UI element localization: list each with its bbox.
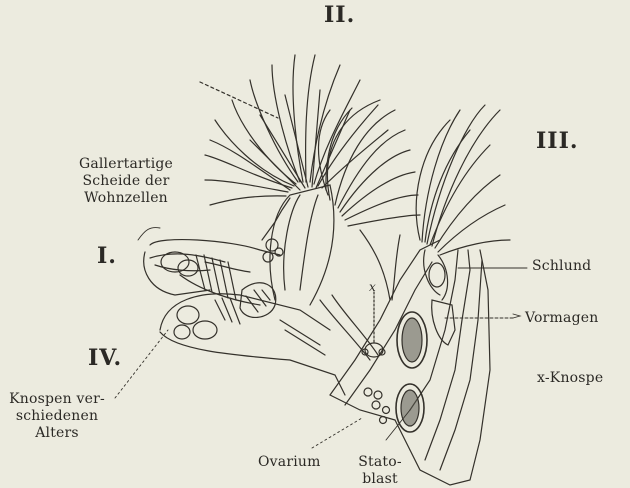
label-x-knospe: x-Knospe bbox=[537, 370, 603, 387]
colony-stem bbox=[330, 240, 490, 485]
label-knospen-line1: Knospen ver- bbox=[2, 391, 112, 408]
zooid-IV bbox=[160, 283, 345, 395]
label-knospen-line2: schiedenen bbox=[2, 408, 112, 425]
label-vormagen: Vormagen bbox=[525, 310, 598, 327]
label-gallertartige-scheide: Gallertartige Scheide der Wohnzellen bbox=[56, 156, 196, 207]
label-zooid-III: III. bbox=[536, 128, 579, 154]
label-zooid-IV: IV. bbox=[88, 345, 122, 371]
central-stem bbox=[320, 292, 385, 360]
statoblasts bbox=[396, 312, 427, 432]
label-knospen: Knospen ver- schiedenen Alters bbox=[2, 391, 112, 442]
label-gallert-line3: Wohnzellen bbox=[56, 190, 196, 207]
zooid-I bbox=[144, 198, 290, 305]
label-x-bud: x bbox=[369, 279, 376, 296]
label-statoblast: Stato- blast bbox=[350, 454, 410, 488]
label-stato-line2: blast bbox=[350, 471, 410, 488]
label-stato-line1: Stato- bbox=[350, 454, 410, 471]
zooid-III bbox=[318, 100, 510, 345]
label-ovarium: Ovarium bbox=[258, 454, 321, 471]
label-zooid-I: I. bbox=[97, 243, 117, 269]
label-schlund: Schlund bbox=[532, 258, 591, 275]
label-zooid-II: II. bbox=[324, 2, 355, 28]
label-gallert-line1: Gallertartige bbox=[56, 156, 196, 173]
label-gallert-line2: Scheide der bbox=[56, 173, 196, 190]
ovarium bbox=[364, 388, 390, 424]
label-knospen-line3: Alters bbox=[2, 425, 112, 442]
